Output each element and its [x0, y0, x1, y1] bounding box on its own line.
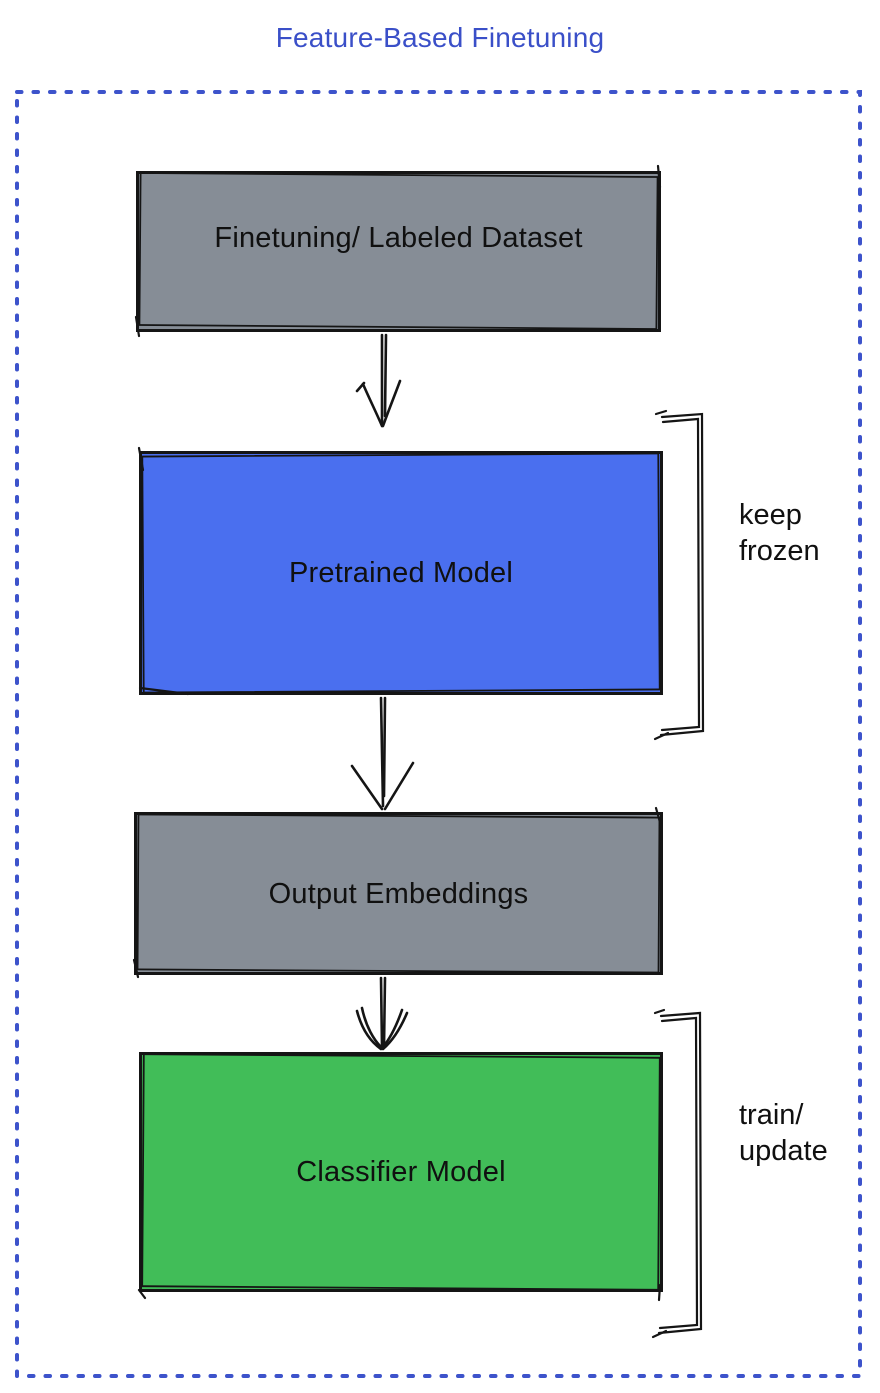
arrow-pretrained-to-embeddings	[350, 696, 415, 811]
bracket-keep-frozen	[653, 409, 705, 741]
sketch-overshoot	[134, 164, 662, 338]
sketch-overshoot	[137, 1283, 662, 1302]
node-output-embeddings-border	[134, 812, 663, 975]
node-output-embeddings	[132, 806, 663, 979]
node-output-embeddings-fill	[137, 815, 661, 973]
node-classifier-model	[137, 1052, 663, 1302]
node-output-embeddings-sketch	[136, 813, 661, 974]
diagram-title: Feature-Based Finetuning	[275, 22, 605, 53]
node-finetuning-dataset	[134, 164, 662, 338]
node-finetuning-dataset-border	[136, 171, 661, 332]
node-classifier-model-sketch	[141, 1053, 661, 1291]
sketch-overshoot	[137, 446, 190, 696]
sketch-overshoot	[132, 806, 663, 979]
node-classifier-model-fill	[142, 1055, 660, 1289]
dotted-frame	[15, 90, 862, 1378]
bracket-train-update	[651, 1008, 703, 1339]
node-pretrained-model-border	[139, 451, 663, 695]
node-pretrained-model	[137, 446, 663, 696]
node-finetuning-dataset-fill	[139, 174, 659, 329]
arrow-embeddings-to-classifier	[355, 976, 409, 1051]
node-pretrained-model-fill	[142, 454, 660, 692]
node-pretrained-model-sketch	[141, 452, 661, 694]
arrow-dataset-to-pretrained	[355, 333, 402, 428]
node-finetuning-dataset-sketch	[138, 172, 659, 330]
node-classifier-model-border	[139, 1052, 663, 1292]
